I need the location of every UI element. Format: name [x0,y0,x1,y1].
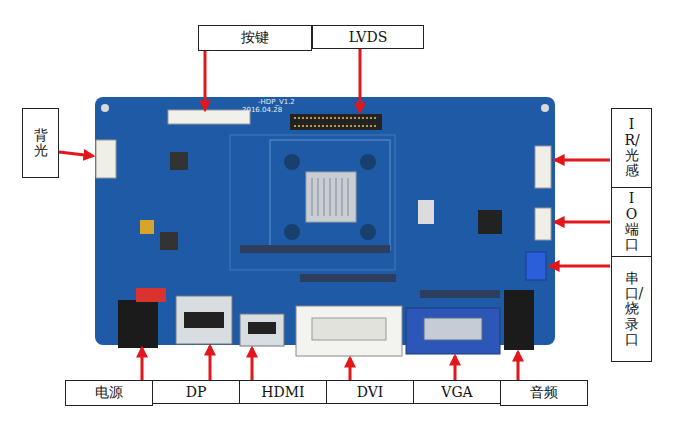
vga-port [424,318,482,340]
io-connector [535,208,551,240]
callout-arrow [251,348,254,380]
callout-arrow [359,48,362,112]
mount-hole [541,104,549,112]
callout-arrow [555,221,610,224]
dvi-callout: DVI [326,380,414,404]
dvi-port [312,318,386,340]
callout-arrows [59,48,610,380]
callout-label: IO端口 [625,191,639,253]
chip-row [420,290,500,298]
pcb-outline [270,140,390,250]
inductor [170,152,188,170]
ir-connector [535,146,551,188]
inductor [160,232,178,250]
callout-arrow [550,265,610,268]
callout-label: 按键 [241,29,269,47]
crystal [418,200,434,224]
callout-arrow [517,352,520,380]
header-pins [294,118,378,126]
callout-label: DP [186,384,207,400]
hdmi-port [248,322,276,334]
mount-hole [101,104,109,112]
chip-row [300,274,396,282]
hdmi-callout: HDMI [239,380,327,404]
mount-hole [284,224,300,240]
callout-label: VGA [441,384,472,400]
hdmi-connector [240,314,284,346]
mount-hole [284,154,300,170]
callout-arrow [59,152,93,156]
chip [478,210,502,234]
vga-callout: VGA [413,380,501,404]
callout-arrow [349,358,352,380]
callout-arrow [454,356,457,380]
callout-label: 串口/烧录口 [625,271,639,348]
dp-callout: DP [152,380,240,404]
pcb-outline [230,135,395,270]
key-callout: 按键 [198,25,312,51]
dvi-connector [296,306,402,356]
callout-label: DVI [357,384,384,400]
mount-hole [360,224,376,240]
capacitor [140,220,154,234]
callout-label: 音频 [530,384,558,402]
callout-label: LVDS [349,29,388,45]
heatsink-fins [312,178,348,216]
callout-label: 电源 [95,384,123,402]
serial-connector [526,252,546,280]
chip-row [240,245,390,253]
callout-arrow [209,346,212,380]
backlight-connector [96,140,116,178]
callout-label: 背光 [34,128,48,159]
serial-callout: 串口/烧录口 [611,256,652,362]
ir-callout: IR/光感 [611,108,652,188]
callout-arrow [141,348,144,380]
dp-connector [176,296,232,344]
power-connector [136,288,166,302]
callout-label: IR/光感 [625,117,639,179]
dp-port [184,312,224,328]
io-callout: IO端口 [611,187,652,257]
heatsink [306,172,356,222]
power-jack [118,300,158,348]
silkscreen-text: 2016.04.28 [242,106,282,114]
audio-callout: 音频 [500,380,588,406]
lvds-header [290,114,382,130]
silkscreen-text: -HDP_V1.2 [258,98,295,106]
audio-jack [504,290,534,350]
mount-hole [360,154,376,170]
callout-arrow [555,159,610,162]
vga-connector [406,308,500,354]
key-connector [168,110,250,124]
callout-label: HDMI [261,384,304,400]
backlight-callout: 背光 [22,108,59,178]
power-callout: 电源 [65,380,153,406]
callout-arrow [204,48,207,110]
lvds-callout: LVDS [312,25,424,49]
